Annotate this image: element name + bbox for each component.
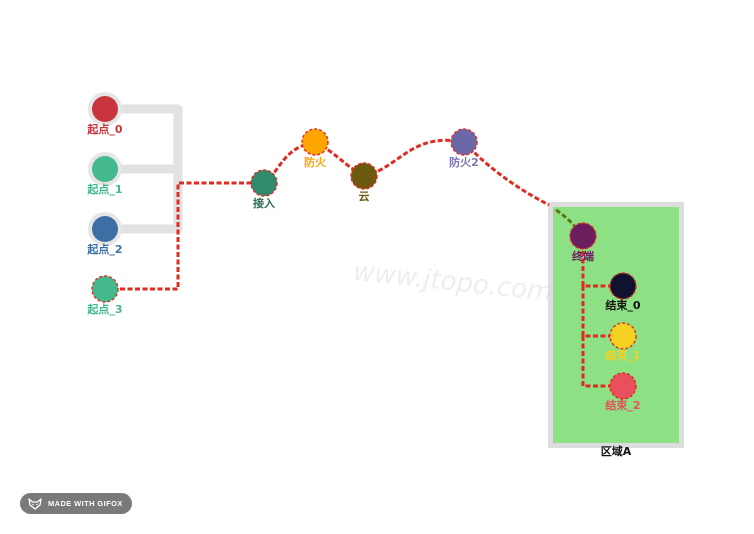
region-a-fill[interactable] (553, 207, 679, 443)
node-end0[interactable]: 结束_0 (604, 272, 641, 312)
node-label: 起点_1 (86, 182, 122, 196)
link-start2-access (105, 183, 183, 234)
node-circle[interactable] (569, 222, 597, 250)
node-label: 结束_0 (604, 298, 640, 312)
node-start3[interactable]: 起点_3 (86, 275, 123, 316)
node-circle[interactable] (609, 372, 637, 400)
region-a-label: 区域A (601, 444, 632, 458)
inactive-links (105, 104, 183, 234)
node-label: 终端 (572, 249, 594, 263)
node-start2[interactable]: 起点_2 (86, 212, 123, 256)
node-circle[interactable] (609, 272, 637, 300)
node-circle[interactable] (92, 156, 118, 182)
link-start1-access (105, 164, 183, 183)
node-circle[interactable] (92, 216, 118, 242)
node-label: 结束_2 (604, 398, 640, 412)
node-label: 结束_1 (604, 348, 640, 362)
node-label: 防火 (304, 155, 327, 169)
node-circle[interactable] (92, 96, 118, 122)
link-fw2-region (462, 140, 550, 207)
node-circle[interactable] (609, 322, 637, 350)
node-circle[interactable] (450, 128, 478, 156)
watermark: www.jtopo.com (352, 257, 554, 308)
node-fw2[interactable]: 防火2 (449, 128, 479, 169)
node-start1[interactable]: 起点_1 (86, 152, 123, 196)
node-circle[interactable] (350, 162, 378, 190)
link-start0-access (105, 104, 183, 183)
node-end2[interactable]: 结束_2 (604, 372, 641, 412)
node-label: 起点_0 (86, 122, 122, 136)
badge-text: MADE WITH GIFOX (48, 499, 123, 508)
node-circle[interactable] (250, 169, 278, 197)
node-cloud[interactable]: 云 (350, 162, 378, 203)
node-label: 防火2 (449, 155, 479, 169)
node-label: 云 (359, 190, 370, 203)
node-fw1[interactable]: 防火 (301, 128, 329, 169)
node-circle[interactable] (91, 275, 119, 303)
gifox-badge: MADE WITH GIFOX (20, 493, 132, 514)
node-access[interactable]: 接入 (250, 169, 278, 210)
node-label: 起点_2 (86, 242, 122, 256)
node-circle[interactable] (301, 128, 329, 156)
node-end1[interactable]: 结束_1 (604, 322, 641, 362)
node-terminal[interactable]: 终端 (569, 222, 597, 263)
fox-icon (28, 497, 42, 510)
node-label: 接入 (253, 196, 275, 210)
node-label: 起点_3 (86, 302, 122, 316)
link-start3-access (105, 181, 264, 291)
node-start0[interactable]: 起点_0 (86, 92, 123, 136)
region-a[interactable]: 区域A (548, 202, 684, 458)
